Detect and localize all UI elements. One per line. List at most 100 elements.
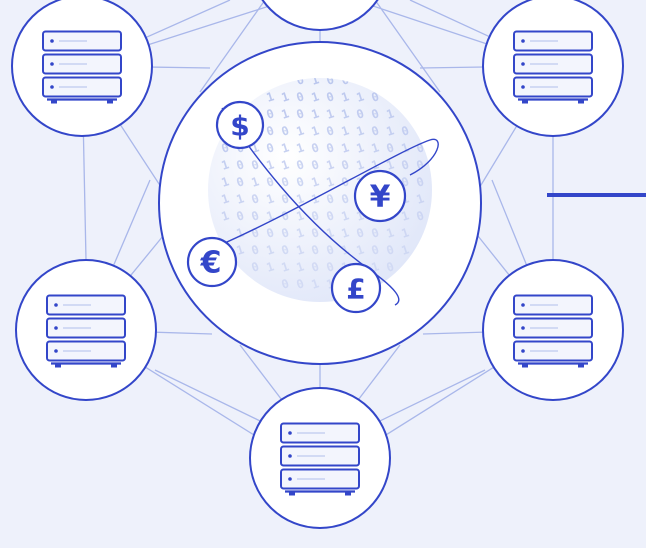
binary-digit: 0 <box>280 225 291 241</box>
binary-digit: 0 <box>340 72 351 88</box>
binary-digit: 0 <box>280 191 291 207</box>
binary-digit: 1 <box>340 123 351 139</box>
server-led <box>521 303 525 307</box>
server-rack-icon <box>280 422 360 496</box>
binary-digit: 0 <box>265 140 276 156</box>
binary-digit: 1 <box>340 208 351 224</box>
binary-digit: 1 <box>310 276 321 292</box>
binary-digit: 0 <box>310 208 321 224</box>
server-led <box>54 349 58 353</box>
server-node-circle <box>261 0 379 31</box>
binary-digit: 0 <box>415 140 426 156</box>
binary-digit: 0 <box>295 157 306 173</box>
server-foot <box>289 491 295 496</box>
binary-digit: 0 <box>265 123 276 139</box>
binary-digit: 1 <box>325 276 336 292</box>
binary-digit: 1 <box>250 174 261 190</box>
server-rack-icon <box>42 30 122 104</box>
binary-digit: 1 <box>265 157 276 173</box>
server-led <box>521 85 525 89</box>
binary-digit: 0 <box>400 174 411 190</box>
binary-digit: 1 <box>400 140 411 156</box>
binary-digit: 1 <box>280 140 291 156</box>
yen-symbol: ¥ <box>370 180 391 215</box>
binary-digit: 1 <box>325 174 336 190</box>
binary-digit: 0 <box>310 259 321 275</box>
server-foot <box>522 99 528 104</box>
binary-digit: 1 <box>310 174 321 190</box>
binary-digit: 0 <box>370 225 381 241</box>
binary-digit: 1 <box>340 225 351 241</box>
binary-digit: 1 <box>355 208 366 224</box>
yen-coin-icon: ¥ <box>353 169 407 223</box>
server-node-middle-right <box>482 259 624 401</box>
binary-digit: 1 <box>220 208 231 224</box>
binary-digit: 1 <box>385 123 396 139</box>
binary-digit: 0 <box>310 242 321 258</box>
binary-digit: 1 <box>265 191 276 207</box>
binary-digit: 1 <box>325 106 336 122</box>
binary-digit: 1 <box>235 225 246 241</box>
binary-digit: 0 <box>265 225 276 241</box>
binary-digit: 1 <box>220 157 231 173</box>
binary-digit: 1 <box>340 106 351 122</box>
dollar-symbol: $ <box>230 110 249 143</box>
binary-digit: 0 <box>295 276 306 292</box>
binary-digit: 0 <box>325 72 336 88</box>
binary-digit: 0 <box>325 242 336 258</box>
binary-digit: 1 <box>295 208 306 224</box>
binary-digit: 1 <box>340 140 351 156</box>
binary-digit: 0 <box>265 106 276 122</box>
binary-digit: 1 <box>370 259 381 275</box>
binary-digit: 1 <box>280 89 291 105</box>
binary-digit: 1 <box>415 191 426 207</box>
binary-digit: 1 <box>295 225 306 241</box>
binary-digit: 1 <box>310 106 321 122</box>
pound-symbol: £ <box>346 273 365 306</box>
binary-digit: 1 <box>370 157 381 173</box>
server-foot <box>345 491 351 496</box>
binary-digit: 1 <box>295 123 306 139</box>
binary-digit: 1 <box>295 191 306 207</box>
binary-digit: 1 <box>400 225 411 241</box>
binary-digit: 1 <box>265 89 276 105</box>
euro-symbol: € <box>200 246 222 281</box>
binary-digit: 1 <box>265 259 276 275</box>
binary-digit: 1 <box>385 106 396 122</box>
binary-digit: 0 <box>250 208 261 224</box>
binary-digit: 0 <box>250 191 261 207</box>
binary-digit: 1 <box>310 89 321 105</box>
server-foot <box>578 99 584 104</box>
server-nodes <box>11 0 624 529</box>
binary-digit: 1 <box>295 242 306 258</box>
server-led <box>288 431 292 435</box>
binary-digit: 0 <box>295 174 306 190</box>
binary-digit: 0 <box>280 208 291 224</box>
binary-digit: 0 <box>325 208 336 224</box>
binary-digit: 0 <box>340 191 351 207</box>
server-node-bottom <box>249 387 391 529</box>
server-node-top-right <box>482 0 624 137</box>
server-led <box>521 349 525 353</box>
server-foot <box>55 363 61 368</box>
binary-digit: 0 <box>250 259 261 275</box>
binary-digit: 1 <box>310 123 321 139</box>
binary-digit: 0 <box>385 140 396 156</box>
binary-digit: 1 <box>280 157 291 173</box>
server-led <box>288 454 292 458</box>
server-rack-icon <box>46 294 126 368</box>
binary-digit: 1 <box>370 140 381 156</box>
binary-digit: 0 <box>250 242 261 258</box>
binary-digit: 1 <box>295 140 306 156</box>
server-rack-icon <box>513 30 593 104</box>
binary-digit: 1 <box>385 225 396 241</box>
binary-digit: 0 <box>325 191 336 207</box>
binary-digit: 1 <box>220 191 231 207</box>
binary-digit: 1 <box>400 242 411 258</box>
binary-digit: 0 <box>370 242 381 258</box>
binary-digit: 0 <box>325 123 336 139</box>
binary-digit: 1 <box>355 123 366 139</box>
orbit-ring <box>217 138 439 247</box>
dollar-coin-icon: $ <box>215 100 265 150</box>
binary-digit: 1 <box>355 157 366 173</box>
